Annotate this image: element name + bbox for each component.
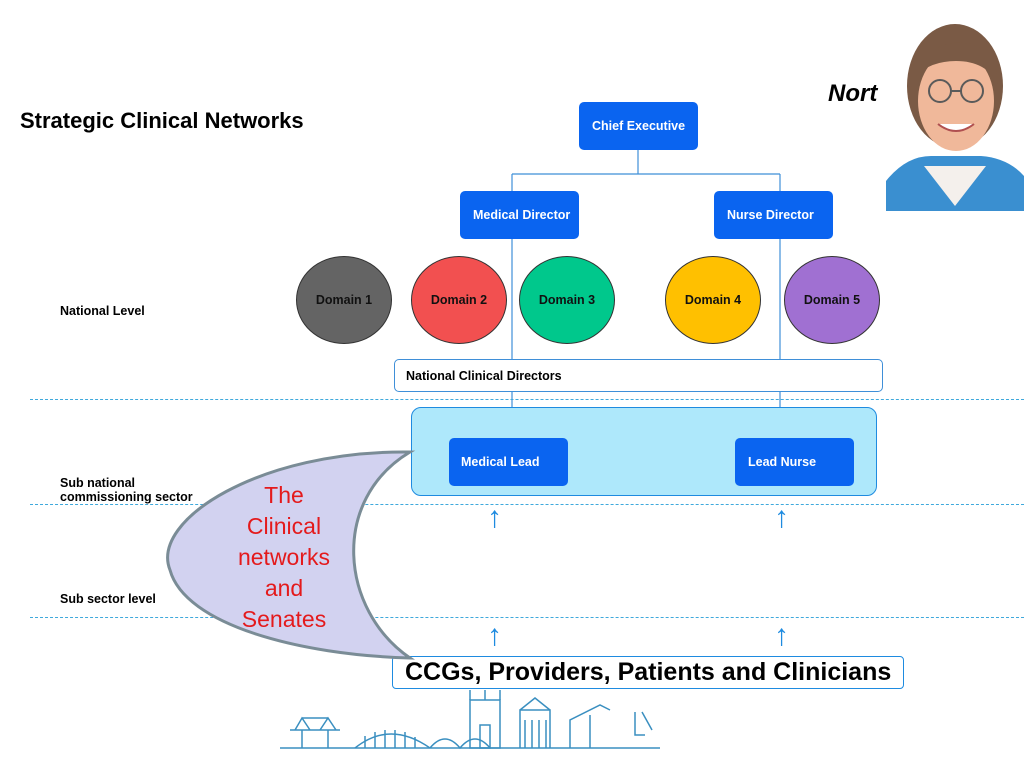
sub-sector-label: Sub sector level [60,592,156,606]
sub-national-label: Sub national commissioning sector [60,476,193,504]
domain-4-circle: Domain 4 [665,256,761,344]
national-level-label: National Level [60,304,145,318]
national-clinical-directors-box: National Clinical Directors [394,359,883,392]
domain-1-circle: Domain 1 [296,256,392,344]
domain-5-circle: Domain 5 [784,256,880,344]
sub-sector-divider [30,617,1024,618]
sub-national-label-line1: Sub national [60,476,135,490]
chief-executive-box: Chief Executive [579,102,698,150]
medical-director-box: Medical Director [460,191,579,239]
up-arrow-icon: ↑ [487,501,502,534]
nurse-director-box: Nurse Director [714,191,833,239]
domain-3-circle: Domain 3 [519,256,615,344]
up-arrow-icon: ↑ [774,501,789,534]
up-arrow-icon: ↑ [774,619,789,652]
lens-line: networks [237,544,331,570]
lens-line: The [264,482,304,508]
clinical-networks-label: The Clinical networks and Senates [222,480,346,635]
portrait-photo [886,6,1024,211]
national-divider [30,399,1024,400]
lead-nurse-box: Lead Nurse [735,438,854,486]
domain-2-circle: Domain 2 [411,256,507,344]
up-arrow-icon: ↑ [487,619,502,652]
lens-line: Senates [241,606,327,632]
city-skyline-graphic [280,690,660,750]
header-partial-text: Nort [828,80,878,107]
page-title: Strategic Clinical Networks [20,108,304,133]
lens-line: Clinical [246,513,322,539]
lens-line: and [264,575,304,601]
medical-lead-box: Medical Lead [449,438,568,486]
sub-national-label-line2: commissioning sector [60,490,193,504]
ccgs-providers-box: CCGs, Providers, Patients and Clinicians [392,656,904,689]
sub-national-divider [30,504,1024,505]
